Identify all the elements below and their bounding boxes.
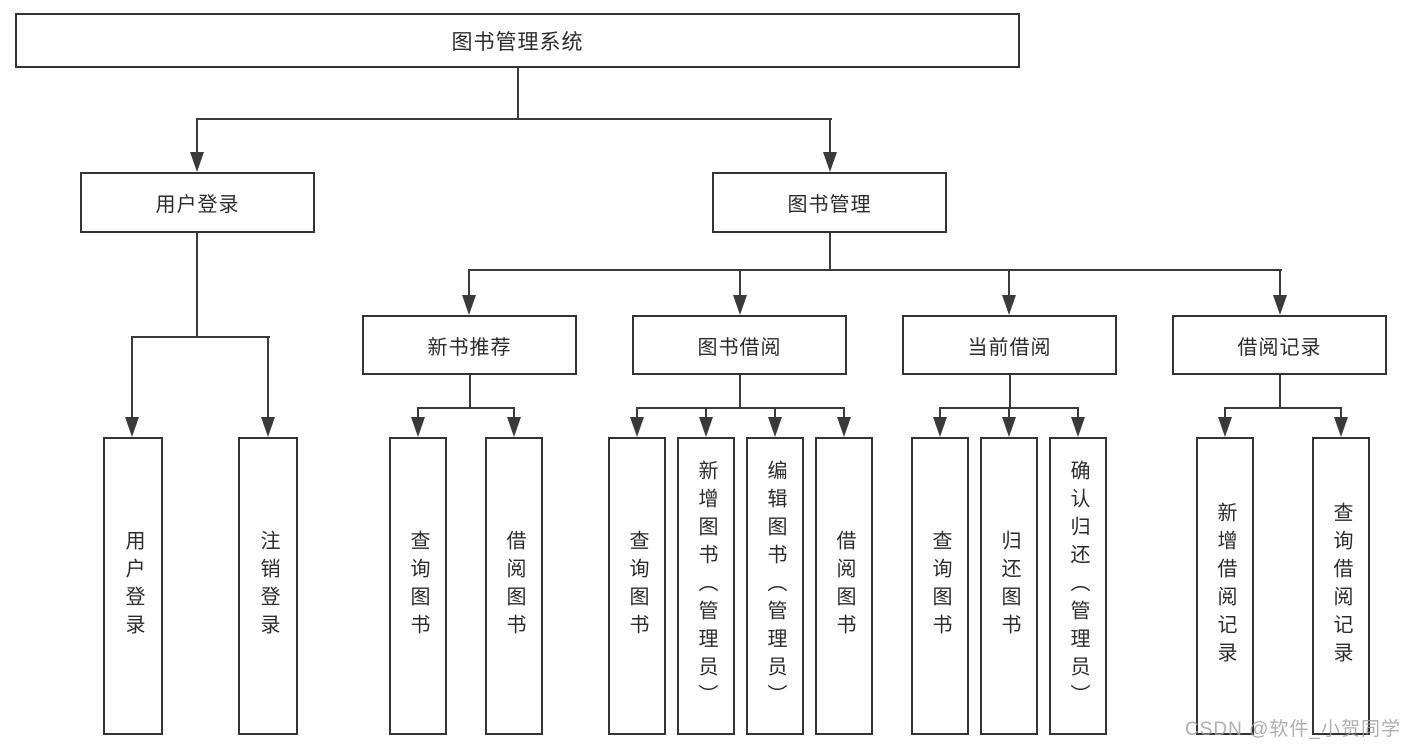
connector-line — [417, 407, 515, 409]
connector-line — [739, 375, 741, 409]
connector-arrow — [1002, 295, 1016, 315]
leaf-borrowing-add-books-admin: 新增图书（管理员） — [677, 437, 735, 735]
leaf-recommend-borrow-books: 借阅图书 — [485, 437, 543, 735]
node-label: 图书管理系统 — [451, 30, 584, 54]
node-label: 新增借阅记录 — [1214, 502, 1236, 670]
connector-line — [468, 269, 470, 296]
connector-line — [267, 336, 269, 417]
connector-line — [636, 407, 638, 418]
connector-line — [469, 375, 471, 409]
node-label: 借阅图书 — [833, 530, 855, 642]
leaf-borrowing-borrow-books: 借阅图书 — [815, 437, 873, 735]
leaf-borrowing-edit-books-admin: 编辑图书（管理员） — [746, 437, 804, 735]
node-book-management: 图书管理 — [712, 172, 947, 233]
node-label: 用户登录 — [122, 530, 144, 642]
connector-line — [843, 407, 845, 418]
connector-arrow — [1071, 417, 1085, 437]
connector-arrow — [630, 417, 644, 437]
node-label: 图书借阅 — [697, 336, 782, 359]
node-label: 注销登录 — [257, 530, 279, 642]
connector-arrow — [507, 417, 521, 437]
connector-line — [468, 269, 1282, 271]
connector-line — [774, 407, 776, 418]
connector-line — [1224, 407, 1342, 409]
connector-arrow — [1002, 417, 1016, 437]
connector-line — [1008, 407, 1010, 418]
leaf-borrowing-query-books: 查询图书 — [608, 437, 666, 735]
connector-line — [939, 407, 941, 418]
connector-arrow — [261, 417, 275, 437]
connector-arrow — [190, 152, 204, 172]
leaf-current-return-books: 归还图书 — [980, 437, 1038, 735]
node-label: 图书管理 — [787, 194, 872, 216]
connector-line — [1279, 269, 1281, 296]
connector-line — [417, 407, 419, 418]
connector-arrow — [1334, 417, 1348, 437]
node-label: 查询图书 — [407, 530, 429, 642]
connector-arrow — [699, 417, 713, 437]
node-label: 查询图书 — [929, 530, 951, 642]
leaf-current-query-books: 查询图书 — [911, 437, 969, 735]
node-label: 借阅图书 — [503, 530, 525, 642]
connector-arrow — [1218, 417, 1232, 437]
connector-line — [829, 233, 831, 271]
node-label: 查询借阅记录 — [1330, 502, 1352, 670]
connector-line — [131, 336, 270, 338]
connector-arrow — [1273, 295, 1287, 315]
connector-arrow — [837, 417, 851, 437]
connector-arrow — [411, 417, 425, 437]
leaf-recommend-query-books: 查询图书 — [389, 437, 447, 735]
node-label: 编辑图书（管理员） — [764, 460, 786, 712]
connector-line — [517, 68, 519, 119]
connector-line — [196, 118, 832, 120]
connector-line — [1077, 407, 1079, 418]
connector-line — [1279, 375, 1281, 409]
node-label: 借阅记录 — [1237, 336, 1322, 359]
connector-arrow — [125, 417, 139, 437]
connector-line — [1009, 375, 1011, 409]
node-new-book-recommend: 新书推荐 — [362, 315, 577, 375]
connector-line — [1008, 269, 1010, 296]
connector-line — [739, 269, 741, 296]
node-label: 新书推荐 — [427, 336, 512, 359]
node-user-login: 用户登录 — [80, 172, 315, 233]
connector-line — [1224, 407, 1226, 418]
leaf-logout: 注销登录 — [238, 437, 298, 735]
connector-line — [513, 407, 515, 418]
leaf-user-login: 用户登录 — [103, 437, 163, 735]
leaf-records-add-record: 新增借阅记录 — [1196, 437, 1254, 735]
connector-arrow — [768, 417, 782, 437]
connector-arrow — [933, 417, 947, 437]
node-current-borrowing: 当前借阅 — [902, 315, 1117, 375]
connector-line — [196, 233, 198, 338]
node-borrowing-records: 借阅记录 — [1172, 315, 1387, 375]
leaf-records-query-record: 查询借阅记录 — [1312, 437, 1370, 735]
node-root-system: 图书管理系统 — [15, 13, 1020, 68]
connector-line — [705, 407, 707, 418]
connector-line — [131, 336, 133, 417]
connector-arrow — [462, 295, 476, 315]
node-label: 确认归还（管理员） — [1067, 460, 1089, 712]
node-label: 当前借阅 — [967, 336, 1052, 359]
connector-line — [1340, 407, 1342, 418]
csdn-watermark: CSDN @软件_小贺同学 — [1185, 719, 1401, 740]
node-label: 用户登录 — [155, 194, 240, 216]
node-book-borrowing: 图书借阅 — [632, 315, 847, 375]
node-label: 新增图书（管理员） — [695, 460, 717, 712]
node-label: 归还图书 — [998, 530, 1020, 642]
leaf-current-confirm-return-admin: 确认归还（管理员） — [1049, 437, 1107, 735]
connector-arrow — [733, 295, 747, 315]
node-label: 查询图书 — [626, 530, 648, 642]
connector-line — [196, 118, 198, 153]
connector-line — [829, 118, 831, 153]
connector-arrow — [823, 152, 837, 172]
connector-line — [636, 407, 845, 409]
